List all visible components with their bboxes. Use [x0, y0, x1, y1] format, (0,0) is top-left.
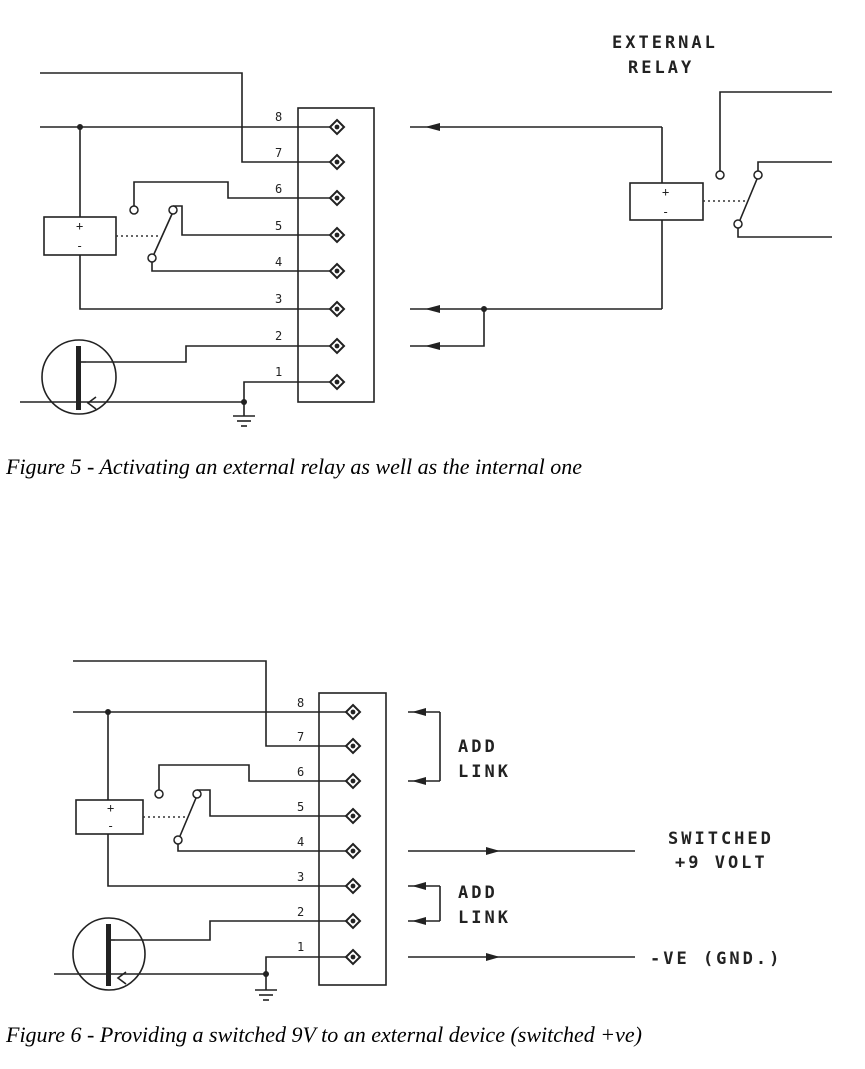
terminal-label-2: 2 — [297, 905, 304, 919]
relay-contact-nc — [155, 790, 163, 798]
add-link-bottom-line2: LINK — [458, 908, 511, 928]
figure-5-caption: Figure 5 - Activating an external relay … — [5, 454, 582, 479]
add-link-top — [408, 708, 440, 785]
terminal-label-7: 7 — [297, 730, 304, 744]
terminal-block — [319, 693, 386, 985]
ext-relay-contact-no — [754, 171, 762, 179]
switched-output-wire — [408, 847, 635, 855]
relay-contact-nc — [130, 206, 138, 214]
terminal-label-3: 3 — [275, 292, 282, 306]
relay-contact-common — [174, 836, 182, 844]
add-link-bottom — [408, 882, 440, 925]
ground-output-label: -VE (GND.) — [650, 949, 782, 969]
sensor-symbol — [42, 340, 116, 414]
relay-contact-common — [148, 254, 156, 262]
connector-arrow — [425, 123, 440, 131]
terminal-label-7: 7 — [275, 146, 282, 160]
terminal-label-8: 8 — [275, 110, 282, 124]
connector-arrow — [425, 305, 440, 313]
terminal-label-6: 6 — [275, 182, 282, 196]
terminal-block — [298, 108, 374, 402]
coil-plus: + — [76, 219, 83, 233]
terminal-label-1: 1 — [275, 365, 282, 379]
terminal-label-4: 4 — [275, 255, 282, 269]
ext-coil-minus: - — [662, 205, 669, 219]
relay-contact-no — [169, 206, 177, 214]
terminal-label-3: 3 — [297, 870, 304, 884]
terminal-label-5: 5 — [275, 219, 282, 233]
terminal-label-1: 1 — [297, 940, 304, 954]
terminal-label-6: 6 — [297, 765, 304, 779]
figure-6-caption: Figure 6 - Providing a switched 9V to an… — [5, 1022, 642, 1047]
connector-arrow — [425, 342, 440, 350]
add-link-bottom-line1: ADD — [458, 883, 498, 903]
ext-relay-contact-nc — [716, 171, 724, 179]
terminal-label-8: 8 — [297, 696, 304, 710]
sensor-symbol — [73, 918, 145, 990]
ext-coil-plus: + — [662, 185, 669, 199]
switched-label-line2: +9 VOLT — [675, 853, 768, 873]
terminal-label-2: 2 — [275, 329, 282, 343]
external-relay-label-line2: RELAY — [628, 58, 694, 78]
coil-minus: - — [76, 239, 83, 253]
add-link-top-line2: LINK — [458, 762, 511, 782]
ground-output-wire — [408, 953, 635, 961]
terminal-label-5: 5 — [297, 800, 304, 814]
switched-label-line1: SWITCHED — [668, 829, 774, 849]
coil-plus: + — [107, 801, 114, 815]
add-link-top-line1: ADD — [458, 737, 498, 757]
external-relay-label-line1: EXTERNAL — [612, 33, 718, 53]
figure-6-diagram: 8 7 6 5 4 3 2 1 + - — [54, 661, 782, 1000]
coil-minus: - — [107, 819, 114, 833]
relay-contact-no — [193, 790, 201, 798]
external-wiring — [410, 123, 662, 350]
figure-5-diagram: 8 7 6 5 4 3 2 1 + — [20, 33, 832, 426]
ext-relay-contact-common — [734, 220, 742, 228]
ground-symbol — [233, 416, 255, 426]
terminal-label-4: 4 — [297, 835, 304, 849]
ground-symbol — [255, 990, 277, 1000]
